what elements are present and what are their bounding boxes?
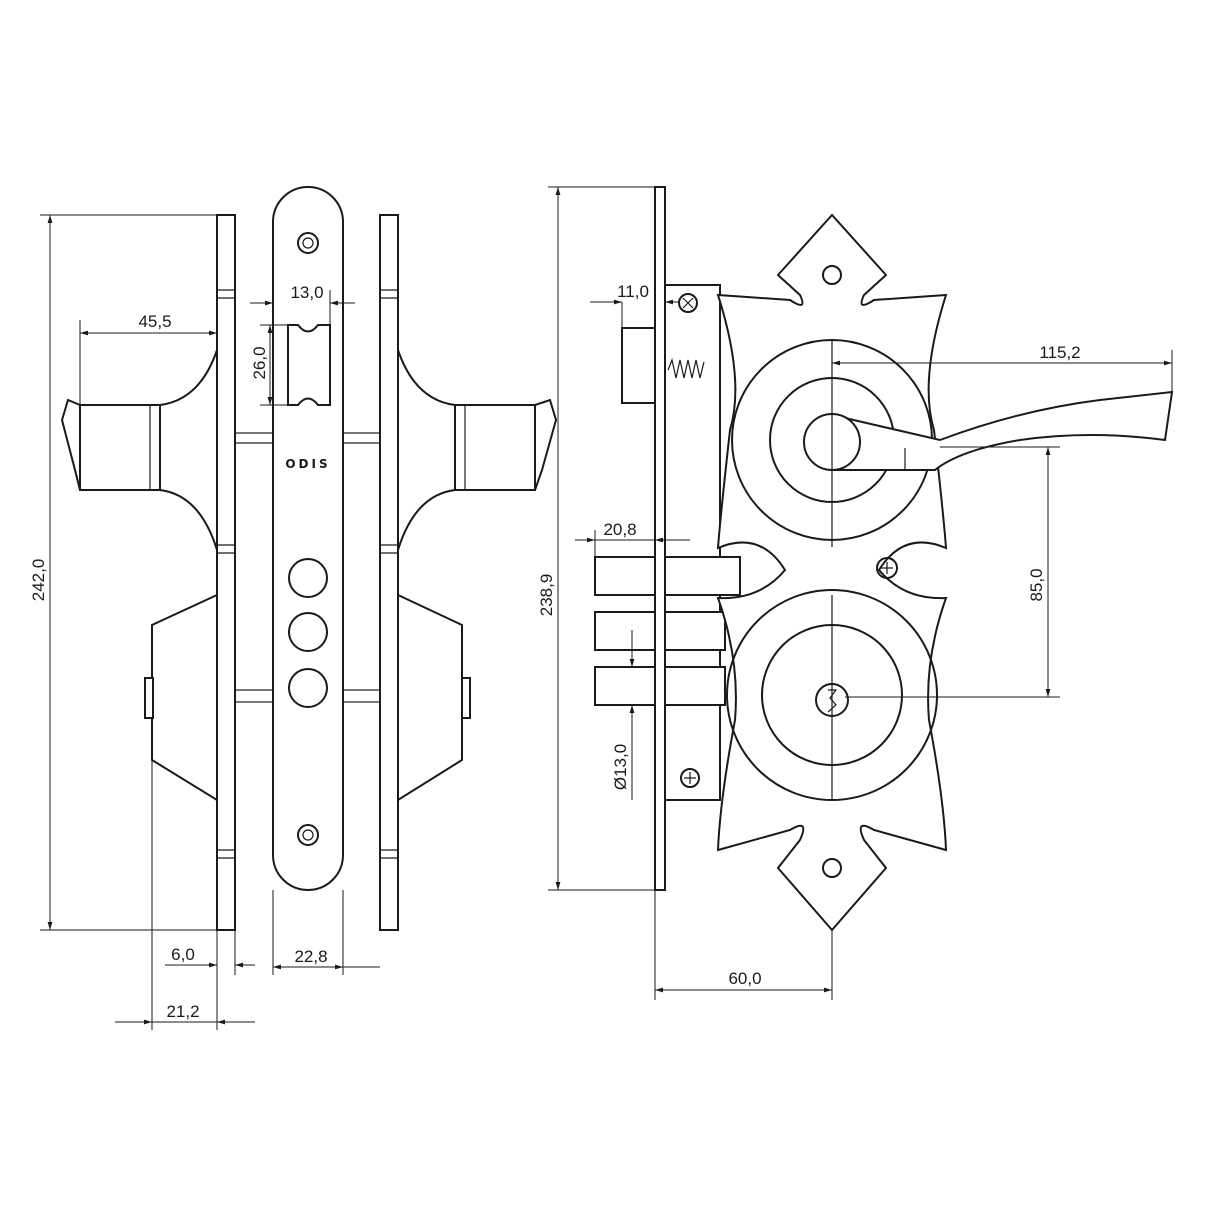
dim-lever-projection-label: 45,5 — [138, 312, 171, 331]
dim-bolt-diameter-label: Ø13,0 — [611, 744, 630, 790]
right-lever-handle — [454, 404, 536, 491]
dim-latch-height-label: 26,0 — [250, 346, 269, 379]
faceplate-screw-hole-top — [297, 232, 319, 254]
right-cylinder-housing — [397, 593, 463, 802]
left-cylinder-housing — [151, 593, 218, 802]
left-escutcheon-plate — [216, 214, 236, 931]
bolt-hole-3 — [288, 668, 328, 708]
decorative-escutcheon — [716, 213, 948, 932]
left-lever-tip — [60, 398, 81, 491]
dim-lever-length-label: 115,2 — [1039, 343, 1080, 362]
faceplate-screw-hole-bottom — [297, 824, 319, 846]
bolt-hole-1 — [288, 558, 328, 598]
dim-faceplate-height-label: 238,9 — [537, 574, 556, 617]
case-screw-bottom — [680, 768, 700, 788]
latch-spring — [667, 357, 705, 379]
dim-plate-thickness-label: 6,0 — [171, 945, 195, 964]
lock-case — [664, 284, 721, 801]
dim-center-distance-label: 85,0 — [1027, 568, 1046, 601]
escutcheon-screw-middle — [876, 557, 898, 579]
dim-latch-projection-label: 11,0 — [617, 282, 649, 301]
deadbolt-1 — [594, 556, 741, 596]
dim-height-label: 242,0 — [29, 559, 48, 602]
bolt-hole-2 — [288, 612, 328, 652]
dim-faceplate-width-label: 22,8 — [294, 947, 327, 966]
front-view: 238,9 11,0 115,2 20,8 85,0 Ø13,0 60,0 — [537, 186, 1174, 1000]
latch-bolt — [621, 327, 656, 404]
right-cylinder-cap — [461, 677, 471, 719]
dim-latch-width-label: 13,0 — [290, 283, 323, 302]
case-screw-top — [678, 293, 698, 313]
brand-label: ODIS — [285, 457, 330, 471]
escutcheon-screw-hole-top — [822, 265, 842, 285]
side-view: ODIS 242,0 45,5 13,0 26,0 6,0 22,8 21,2 — [29, 186, 558, 1030]
dim-backset-label: 60,0 — [728, 969, 761, 988]
dim-bolt-projection-label: 20,8 — [603, 520, 636, 539]
lever-handle — [831, 390, 1174, 471]
left-lever-rose — [159, 349, 218, 551]
left-cylinder-cap — [144, 677, 154, 719]
left-lever-handle — [79, 404, 161, 491]
right-lever-tip — [534, 398, 558, 491]
right-escutcheon-plate — [379, 214, 399, 931]
right-lever-rose — [397, 349, 456, 551]
escutcheon-screw-hole-bottom — [822, 858, 842, 878]
front-faceplate — [654, 186, 666, 891]
latch-slot — [287, 324, 331, 406]
dim-cylinder-projection-label: 21,2 — [166, 1002, 199, 1021]
faceplate — [272, 186, 344, 891]
